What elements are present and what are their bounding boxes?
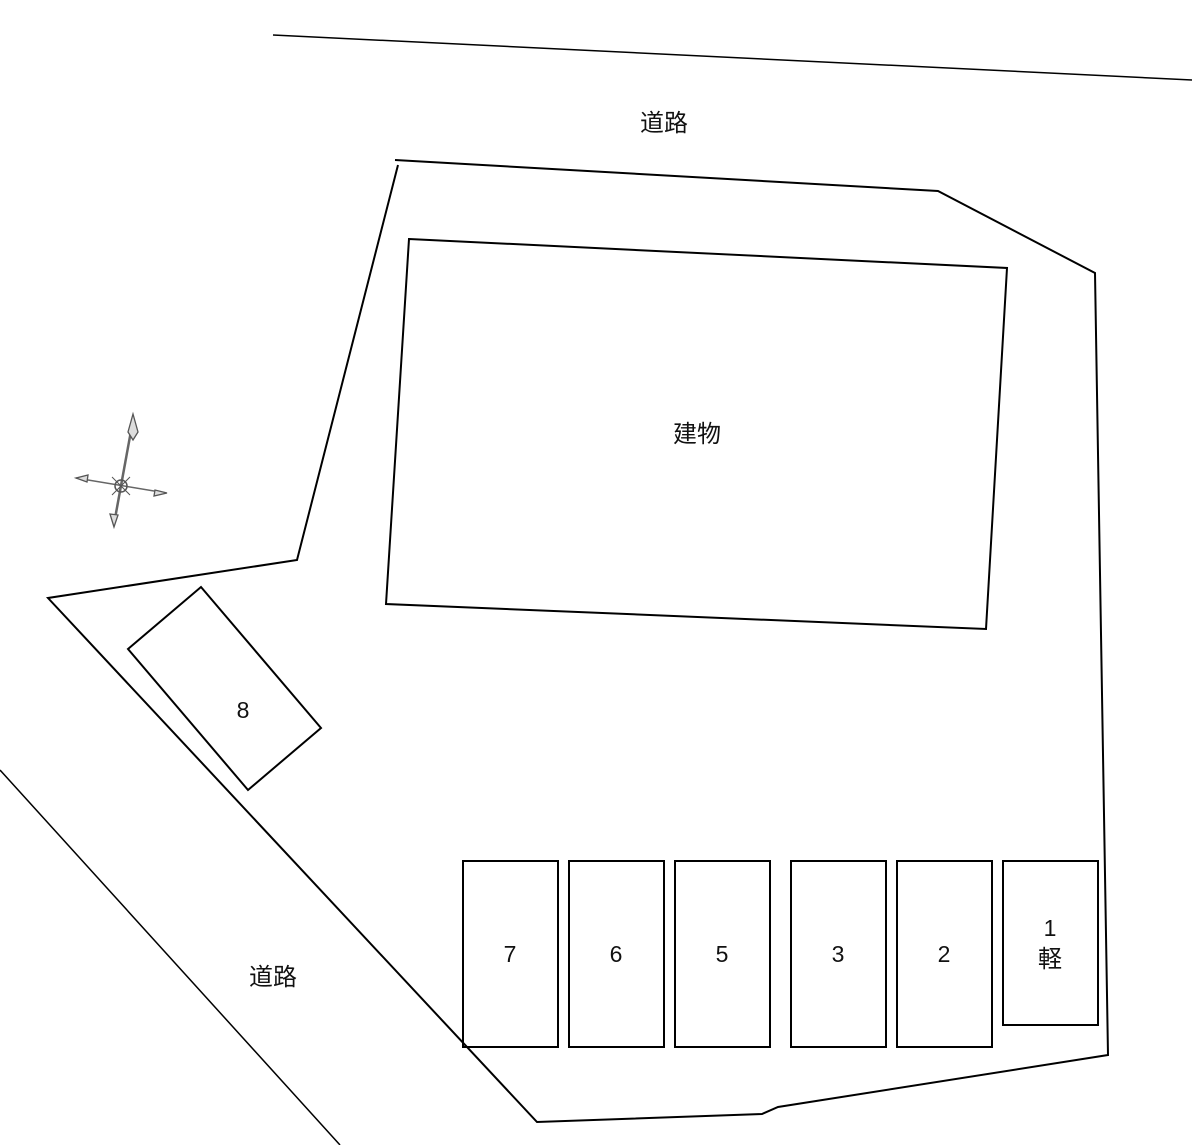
parking-space-2-outline bbox=[896, 860, 993, 1048]
parking-space-1-outline bbox=[1002, 860, 1099, 1026]
parking-space-6-outline bbox=[568, 860, 665, 1048]
road-label-bottom: 道路 bbox=[249, 963, 297, 991]
parking-number-1: 1 bbox=[1044, 915, 1057, 941]
parking-number-8: 8 bbox=[237, 697, 250, 723]
parking-note-kei: 軽 bbox=[1038, 945, 1062, 973]
building-label: 建物 bbox=[673, 420, 721, 448]
road-edge-top bbox=[272, 34, 1192, 81]
parking-number-5: 5 bbox=[716, 941, 729, 967]
parking-number-3: 3 bbox=[832, 941, 845, 967]
property-boundary bbox=[45, 159, 1110, 1124]
parking-space-3-outline bbox=[790, 860, 887, 1048]
parking-number-6: 6 bbox=[610, 941, 623, 967]
building-outline bbox=[384, 237, 1009, 631]
road-edge-bottom bbox=[0, 769, 341, 1145]
parking-number-2: 2 bbox=[938, 941, 951, 967]
road-label-top: 道路 bbox=[640, 109, 688, 137]
compass-rose-icon bbox=[73, 411, 168, 530]
parking-number-7: 7 bbox=[504, 941, 517, 967]
parking-space-5-outline bbox=[674, 860, 771, 1048]
parking-space-8-outline bbox=[126, 585, 323, 792]
parking-space-7-outline bbox=[462, 860, 559, 1048]
